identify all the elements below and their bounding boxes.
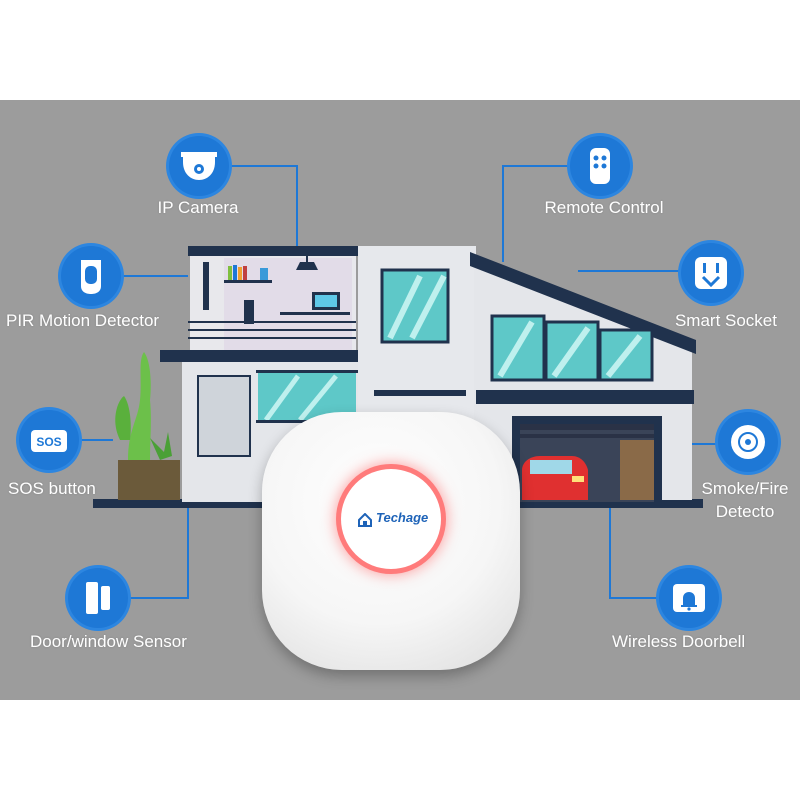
sos-node[interactable]: SOS [19, 410, 79, 470]
hub-brand-label: Techage [376, 510, 429, 525]
remote-control-node[interactable] [570, 136, 630, 196]
door-sensor-label: Door/window Sensor [30, 632, 187, 651]
svg-text:SOS: SOS [36, 435, 61, 449]
dome-camera-icon [181, 152, 217, 180]
ip-camera-label: IP Camera [157, 198, 239, 217]
sos-button-icon: SOS [31, 430, 67, 452]
doorbell-label: Wireless Doorbell [612, 632, 746, 651]
ip-camera-node[interactable] [169, 136, 229, 196]
hub-logo: Techage [358, 510, 448, 530]
doorbell-icon [673, 584, 705, 612]
hub-indicator-ring [341, 469, 441, 569]
pir-sensor-icon [81, 260, 101, 294]
connector-lines [79, 165, 718, 599]
smart-socket-icon [695, 257, 727, 289]
remote-control-label: Remote Control [544, 198, 664, 217]
door-sensor-icon [86, 582, 110, 614]
smoke-detector-node[interactable] [718, 412, 778, 472]
smoke-detector-icon [731, 425, 765, 459]
pir-label: PIR Motion Detector [6, 311, 160, 330]
smart-socket-node[interactable] [681, 243, 741, 303]
pir-node[interactable] [61, 246, 121, 306]
door-sensor-node[interactable] [68, 568, 128, 628]
doorbell-node[interactable] [659, 568, 719, 628]
brand-house-icon [358, 513, 372, 527]
remote-control-icon [590, 148, 610, 184]
smart-socket-label: Smart Socket [674, 311, 777, 330]
smoke-detector-label-line2: Detecto [715, 502, 775, 521]
smoke-detector-label-line1: Smoke/Fire [701, 479, 789, 498]
sos-label: SOS button [8, 479, 96, 498]
alarm-hub[interactable]: Techage [262, 412, 520, 670]
